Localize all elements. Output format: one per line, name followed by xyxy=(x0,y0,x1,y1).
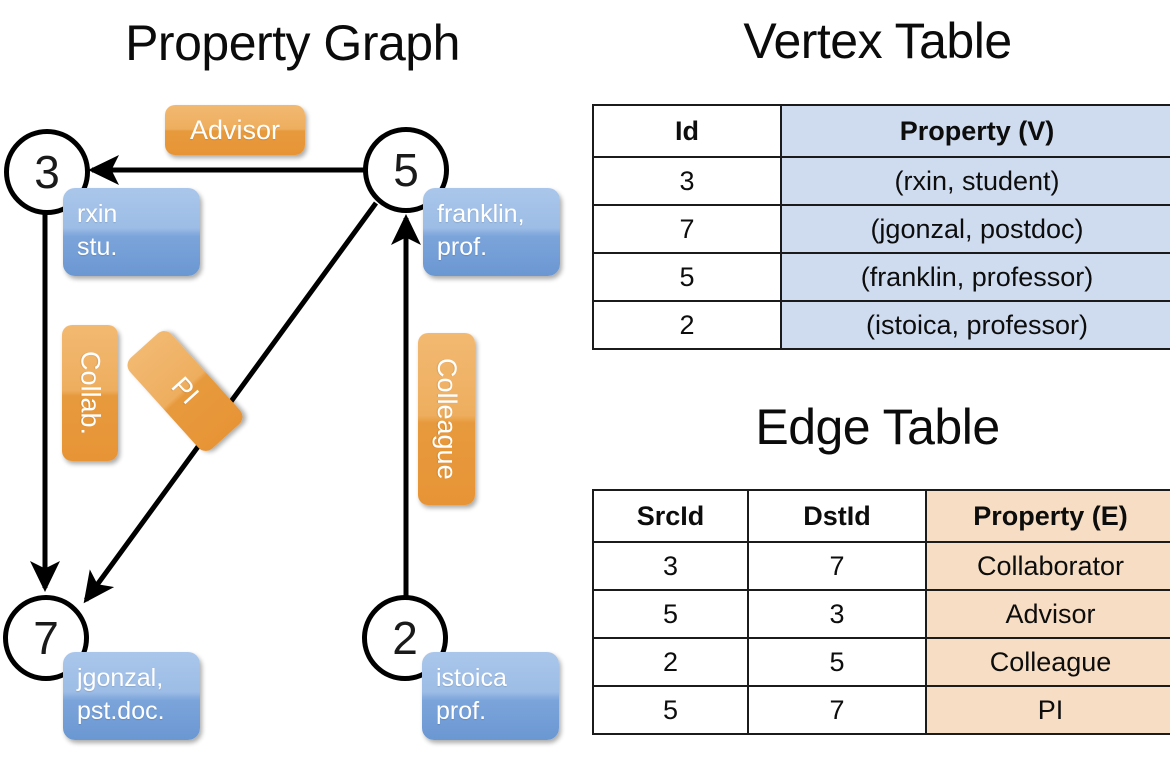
edge-table-header-property: Property (E) xyxy=(925,489,1170,543)
table-row[interactable]: 7 (jgonzal, postdoc) xyxy=(592,204,1170,254)
edge-cell-dstid: 7 xyxy=(747,541,927,591)
vertex-cell-property: (jgonzal, postdoc) xyxy=(780,204,1170,254)
table-row[interactable]: 2 5 Colleague xyxy=(592,637,1170,687)
edge-table-header-row: SrcId DstId Property (E) xyxy=(592,489,1170,543)
vertex-cell-id: 3 xyxy=(592,156,782,206)
edge-label-pi-text: PI xyxy=(165,371,206,411)
edge-cell-srcid: 3 xyxy=(592,541,749,591)
edge-cell-property: Colleague xyxy=(925,637,1170,687)
edge-cell-srcid: 2 xyxy=(592,637,749,687)
edge-cell-property: PI xyxy=(925,685,1170,735)
graph-node-5[interactable]: 5 xyxy=(363,127,449,213)
graph-node-5-label: 5 xyxy=(393,144,419,196)
graph-node-2[interactable]: 2 xyxy=(362,595,448,681)
edge-cell-srcid: 5 xyxy=(592,589,749,639)
page-title-vertex-table: Vertex Table xyxy=(743,13,1012,69)
page-title-property-graph: Property Graph xyxy=(125,15,460,71)
table-row[interactable]: 3 7 Collaborator xyxy=(592,541,1170,591)
edge-table: SrcId DstId Property (E) 3 7 Collaborato… xyxy=(592,489,1170,735)
node-property-line-2: prof. xyxy=(437,233,488,261)
table-row[interactable]: 2 (istoica, professor) xyxy=(592,300,1170,350)
edge-label-colleague: Colleague xyxy=(418,333,475,505)
vertex-cell-id: 7 xyxy=(592,204,782,254)
edge-cell-property: Advisor xyxy=(925,589,1170,639)
edge-label-advisor: Advisor xyxy=(165,105,305,155)
edge-cell-property: Collaborator xyxy=(925,541,1170,591)
table-row[interactable]: 5 (franklin, professor) xyxy=(592,252,1170,302)
vertex-cell-property: (istoica, professor) xyxy=(780,300,1170,350)
edge-label-colleague-text: Colleague xyxy=(432,358,462,480)
vertex-cell-property: (franklin, professor) xyxy=(780,252,1170,302)
table-row[interactable]: 5 7 PI xyxy=(592,685,1170,735)
node-property-line-1: jgonzal, xyxy=(77,664,164,692)
node-property-line-2: prof. xyxy=(436,697,487,725)
edge-cell-dstid: 3 xyxy=(747,589,927,639)
vertex-cell-id: 5 xyxy=(592,252,782,302)
node-property-line-2: pst.doc. xyxy=(77,697,165,725)
node-property-line-1: istoica xyxy=(436,664,507,692)
table-row[interactable]: 3 (rxin, student) xyxy=(592,156,1170,206)
graph-node-2-label: 2 xyxy=(392,612,418,664)
property-graph-diagram: 3 5 7 2 rxin stu. franklin, prof. jgonza… xyxy=(3,105,560,740)
edge-label-advisor-text: Advisor xyxy=(189,114,281,145)
vertex-cell-property: (rxin, student) xyxy=(780,156,1170,206)
vertex-table: Id Property (V) 3 (rxin, student) 7 (jgo… xyxy=(592,104,1170,350)
page-title-edge-table: Edge Table xyxy=(755,399,1000,455)
graph-node-3-label: 3 xyxy=(34,146,60,198)
node-property-box-istoica: istoica prof. xyxy=(422,652,559,740)
node-property-box-rxin: rxin stu. xyxy=(63,188,200,276)
edge-table-header-dstid: DstId xyxy=(747,489,927,543)
vertex-table-header-property: Property (V) xyxy=(780,104,1170,158)
node-property-line-1: franklin, xyxy=(437,200,525,228)
edge-table-header-srcid: SrcId xyxy=(592,489,749,543)
vertex-table-header-row: Id Property (V) xyxy=(592,104,1170,158)
vertex-table-header-id: Id xyxy=(592,104,782,158)
node-property-box-jgonzal: jgonzal, pst.doc. xyxy=(63,652,200,740)
node-property-line-2: stu. xyxy=(77,233,118,261)
node-property-line-1: rxin xyxy=(77,200,118,228)
graph-node-7-label: 7 xyxy=(33,612,59,664)
table-row[interactable]: 5 3 Advisor xyxy=(592,589,1170,639)
vertex-cell-id: 2 xyxy=(592,300,782,350)
edge-label-collaborator-text: Collab. xyxy=(75,350,106,436)
edge-cell-dstid: 7 xyxy=(747,685,927,735)
node-property-box-franklin: franklin, prof. xyxy=(423,188,560,276)
edge-cell-dstid: 5 xyxy=(747,637,927,687)
edge-cell-srcid: 5 xyxy=(592,685,749,735)
edge-label-collaborator: Collab. xyxy=(62,325,118,461)
